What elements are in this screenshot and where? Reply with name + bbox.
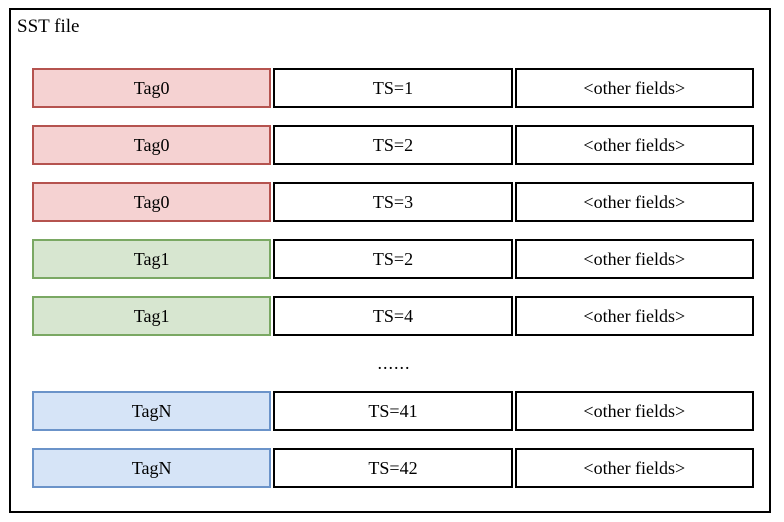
sst-file-title: SST file [17,16,80,37]
other-fields-cell: <other fields> [514,296,754,336]
other-fields-cell: <other fields> [514,182,754,222]
tag-cell: Tag0 [32,182,272,222]
timestamp-cell: TS=2 [273,125,513,165]
tag-cell: Tag1 [32,239,272,279]
tag-cell: Tag0 [32,125,272,165]
other-fields-cell: <other fields> [514,239,754,279]
other-fields-cell: <other fields> [514,391,754,431]
timestamp-cell: TS=1 [273,68,513,108]
timestamp-cell: TS=42 [273,448,513,488]
timestamp-cell: TS=2 [273,239,513,279]
timestamp-cell: TS=3 [273,182,513,222]
tag-cell: Tag0 [32,68,272,108]
timestamp-cell: TS=4 [273,296,513,336]
other-fields-cell: <other fields> [514,448,754,488]
ellipsis-label: ...... [377,353,411,373]
timestamp-cell: TS=41 [273,391,513,431]
other-fields-cell: <other fields> [514,68,754,108]
tag-cell: TagN [32,448,272,488]
ellipsis-row: ...... [32,353,754,379]
other-fields-cell: <other fields> [514,125,754,165]
tag-cell: Tag1 [32,296,272,336]
tag-cell: TagN [32,391,272,431]
